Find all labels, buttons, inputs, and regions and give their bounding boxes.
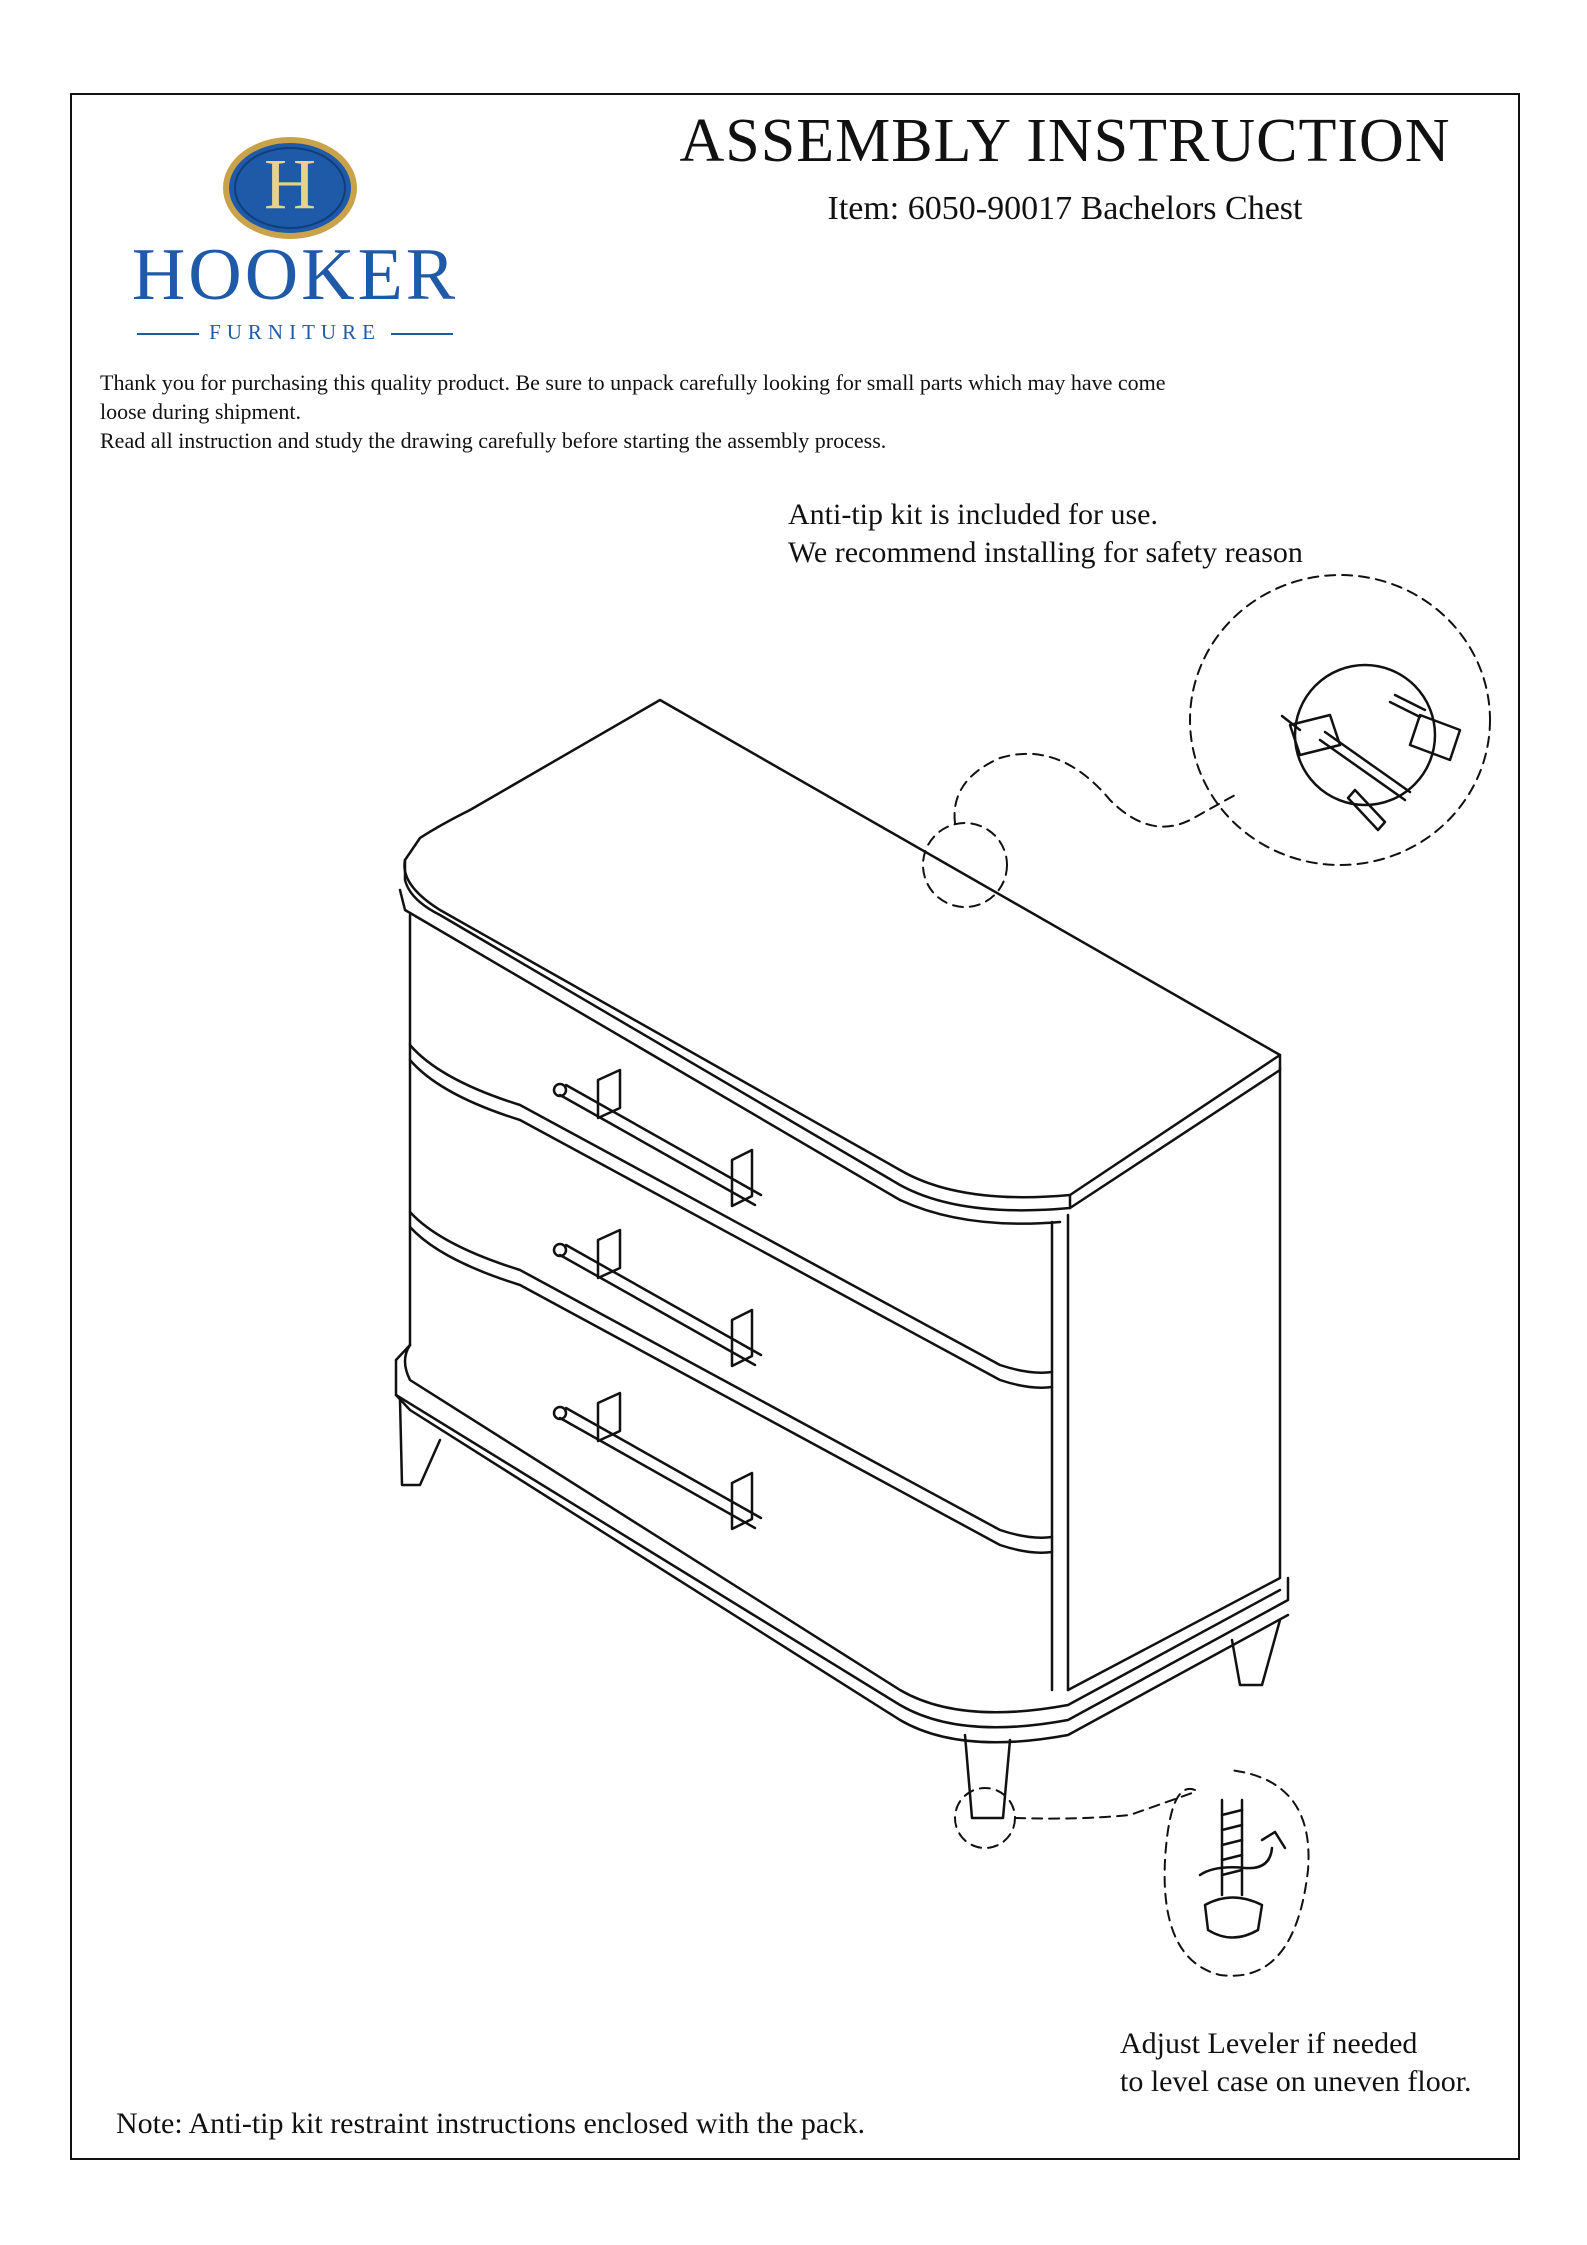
item-line: Item: 6050-90017 Bachelors Chest [827,190,1303,227]
chest-top [398,698,1282,1225]
hooker-logo-emblem [223,137,357,239]
antitip-line-1: Anti-tip kit is included for use. [788,498,1158,531]
intro-line-2: loose during shipment. [100,399,302,424]
intro-text: Thank you for purchasing this quality pr… [100,368,1480,455]
chest-base [394,1343,1290,1744]
drawer-handle-top [552,1068,763,1208]
leveler-line-2: to level case on uneven floor. [1120,2065,1472,2098]
leveler-callout-circle [954,1769,1310,1977]
page-border [70,93,1520,2160]
antitip-callout: Anti-tip kit is included for use. We rec… [788,496,1303,572]
antitip-callout-circle [922,574,1491,908]
drawer-handle-middle [552,1228,763,1368]
intro-line-1: Thank you for purchasing this quality pr… [100,370,1166,395]
brand-subtitle: FURNITURE [110,322,480,343]
drawer-handle-bottom [552,1391,763,1531]
leveler-detail [1198,1798,1287,1939]
page-title: ASSEMBLY INSTRUCTION [679,107,1451,175]
antitip-line-2: We recommend installing for safety reaso… [788,536,1303,569]
brand-name: HOOKER [131,234,459,316]
footer-note: Note: Anti-tip kit restraint instruction… [116,2107,866,2140]
chest-legs [398,1398,1282,1820]
antitip-kit-detail [1280,663,1462,832]
intro-line-3: Read all instruction and study the drawi… [100,428,887,453]
chest-body [408,913,1282,1692]
logo-letter: H [264,144,316,224]
leveler-line-1: Adjust Leveler if needed [1120,2027,1418,2060]
leveler-callout: Adjust Leveler if needed to level case o… [1120,2025,1472,2101]
